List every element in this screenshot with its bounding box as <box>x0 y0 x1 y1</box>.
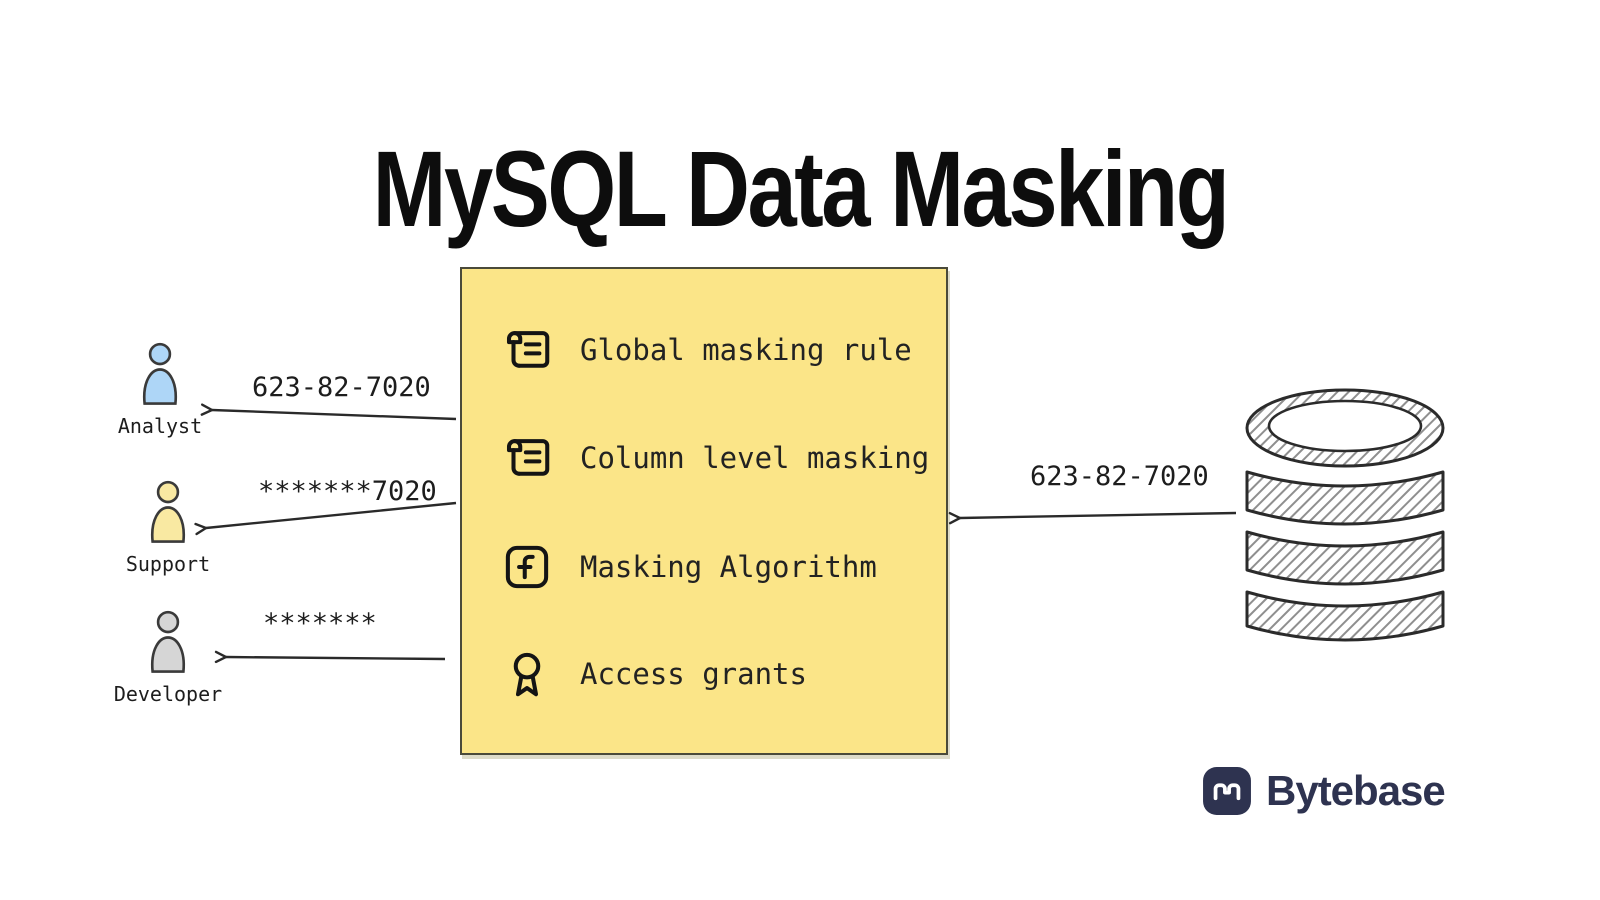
person-name: Support <box>125 552 211 576</box>
award-icon <box>513 652 541 697</box>
bytebase-logo-icon <box>1203 767 1251 815</box>
scroll-icon <box>506 439 550 476</box>
masked-value-analyst: 623-82-7020 <box>252 372 431 403</box>
scroll-icon <box>506 331 550 368</box>
masking-item-label: Global masking rule <box>580 333 912 367</box>
person-icon <box>150 610 186 673</box>
arrow-to-analyst <box>200 403 457 421</box>
page-title: MySQL Data Masking <box>372 128 1230 249</box>
support-avatar: Support <box>108 480 228 576</box>
person-name: Analyst <box>117 414 203 438</box>
database-value-label: 623-82-7020 <box>1030 461 1209 492</box>
masking-item-global-rule: Global masking rule <box>462 319 946 381</box>
masking-item-label: Access grants <box>580 657 807 691</box>
masked-value-support: *******7020 <box>258 476 437 507</box>
database-icon <box>1245 388 1445 642</box>
masking-item-column-level: Column level masking <box>462 427 946 489</box>
masking-item-access-grants: Access grants <box>462 643 946 705</box>
analyst-avatar: Analyst <box>100 342 220 438</box>
masking-item-label: Column level masking <box>580 441 930 475</box>
masking-item-algorithm: Masking Algorithm <box>462 536 946 598</box>
person-icon <box>142 342 178 405</box>
arrow-from-database <box>948 511 1237 525</box>
masking-item-label: Masking Algorithm <box>580 550 877 584</box>
masked-value-developer: ******* <box>263 608 377 639</box>
bytebase-brand: Bytebase <box>1202 766 1446 816</box>
masking-rules-box: Global masking rule Column level masking… <box>460 267 948 755</box>
developer-avatar: Developer <box>108 610 228 706</box>
person-name: Developer <box>113 682 223 706</box>
function-icon <box>505 545 549 589</box>
arrow-to-developer <box>214 650 446 664</box>
person-icon <box>150 480 186 543</box>
bytebase-wordmark: Bytebase <box>1266 767 1446 814</box>
